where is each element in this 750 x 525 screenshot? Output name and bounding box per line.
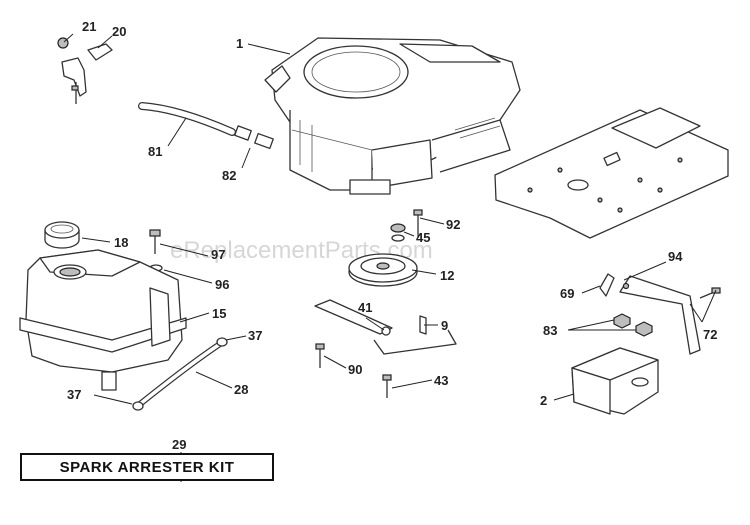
fuel-tank [19, 249, 187, 391]
callout-82: 82 [222, 168, 236, 183]
callout-21: 21 [82, 19, 96, 34]
muffler-bracket [599, 273, 701, 355]
callout-28: 28 [234, 382, 248, 397]
spark-arrester-kit-label: SPARK ARRESTER KIT [20, 453, 274, 481]
callout-18: 18 [114, 235, 128, 250]
fuel-line [138, 102, 274, 150]
callout-81: 81 [148, 144, 162, 159]
bolt-72 [699, 287, 721, 299]
callout-12: 12 [440, 268, 454, 283]
callout-43: 43 [434, 373, 448, 388]
bolts-83 [613, 313, 653, 337]
callout-41: 41 [358, 300, 372, 315]
callout-1: 1 [236, 36, 243, 51]
callout-9: 9 [441, 318, 448, 333]
callout-94: 94 [668, 249, 683, 264]
callout-37-bottom: 37 [67, 387, 81, 402]
engine [264, 37, 521, 195]
pulley [348, 253, 418, 287]
bolt-43 [382, 374, 392, 398]
belt-guide-bracket [314, 299, 457, 355]
fuel-hose [132, 337, 228, 411]
callout-72: 72 [703, 327, 717, 342]
mounting-plate [494, 107, 729, 239]
kit-label-text: SPARK ARRESTER KIT [59, 458, 235, 476]
bolt-92 [413, 209, 423, 238]
callout-15: 15 [212, 306, 226, 321]
callout-97: 97 [211, 247, 225, 262]
callout-90: 90 [348, 362, 362, 377]
fuel-cap [44, 221, 80, 249]
callout-29: 29 [172, 437, 186, 452]
callout-37-top: 37 [248, 328, 262, 343]
callout-2: 2 [540, 393, 547, 408]
callout-20: 20 [112, 24, 126, 39]
leader-lines [63, 33, 717, 482]
callouts: 1 21 20 81 82 92 45 12 18 97 96 15 37 28… [67, 19, 717, 452]
bolt-90 [315, 343, 325, 368]
callout-69: 69 [560, 286, 574, 301]
screw-97 [149, 229, 161, 254]
callout-96: 96 [215, 277, 229, 292]
callout-45: 45 [416, 230, 430, 245]
nut-45 [390, 223, 406, 242]
muffler [571, 347, 659, 415]
callout-92: 92 [446, 217, 460, 232]
callout-83: 83 [543, 323, 557, 338]
throttle-control [57, 37, 113, 104]
